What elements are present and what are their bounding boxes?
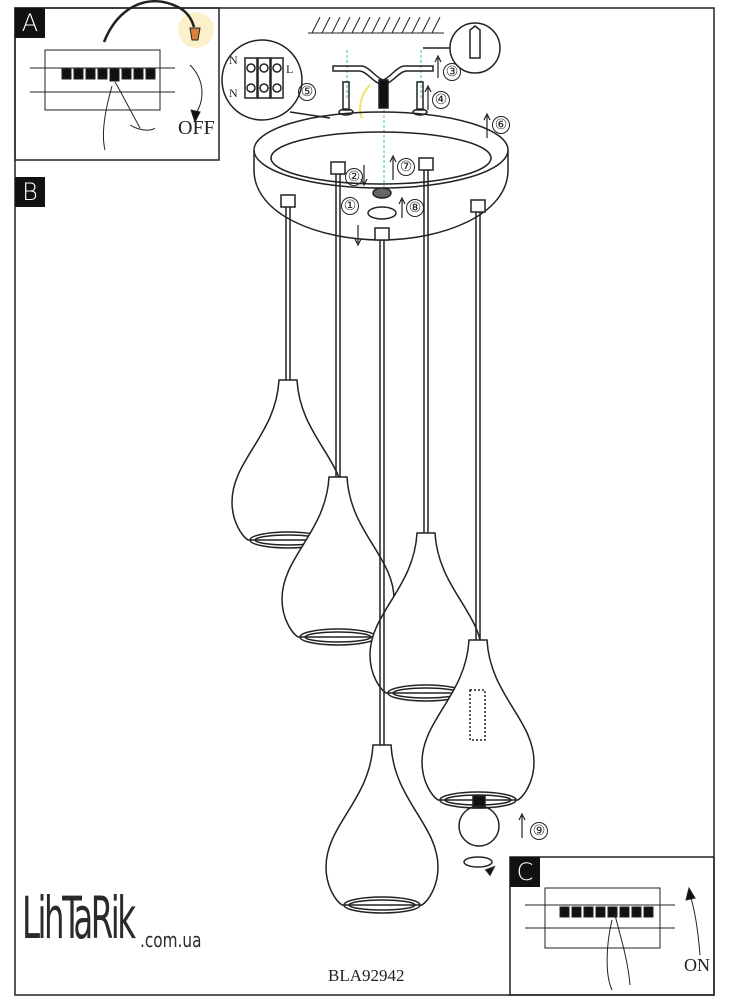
panel-c-frame <box>509 856 715 996</box>
step-2: ② <box>345 168 363 186</box>
pendant-5 <box>325 227 439 914</box>
step-arrows <box>354 54 526 838</box>
step-1: ① <box>341 197 359 215</box>
light-bulb <box>458 689 500 877</box>
off-label: OFF <box>178 117 215 139</box>
brand-logo: LihTaRik .com.ua <box>22 0 214 952</box>
panel-c-label: C <box>510 857 540 887</box>
pendant-4 <box>421 199 535 809</box>
step-7: ⑦ <box>397 158 415 176</box>
step-3: ③ <box>443 63 461 81</box>
step-8: ⑧ <box>406 199 424 217</box>
terminal-label-n2: N <box>229 86 238 100</box>
terminal-label-l: L <box>286 62 294 76</box>
mounting-bracket <box>332 65 434 119</box>
logo-domain: .com.ua <box>140 928 202 952</box>
lamp-post-icon <box>102 0 196 43</box>
step-5: ⑤ <box>298 83 316 101</box>
terminal-label-n1: N <box>229 53 238 67</box>
step-6: ⑥ <box>492 116 510 134</box>
panel-a-frame <box>14 7 220 161</box>
outer-frame <box>14 7 715 996</box>
alignment-guides <box>346 50 422 200</box>
on-label: ON <box>684 955 710 975</box>
pendant-shades <box>231 157 535 914</box>
breaker-panel-on <box>525 886 701 991</box>
step-9: ⑨ <box>530 822 548 840</box>
pendant-3 <box>369 157 483 702</box>
wall-plug-callout <box>423 22 501 74</box>
terminal-block-callout <box>221 39 331 121</box>
panel-b-label: B <box>15 177 45 207</box>
step-4: ④ <box>432 91 450 109</box>
lantern-icon <box>189 27 201 41</box>
ceiling-canopy <box>253 111 509 241</box>
logo-name: LihTaRik <box>22 884 136 952</box>
model-number: BLA92942 <box>328 966 405 985</box>
pendant-1 <box>231 194 345 549</box>
ceiling-hatch <box>308 16 444 34</box>
panel-a-label: A <box>15 8 45 38</box>
breaker-panel-off <box>30 49 203 151</box>
